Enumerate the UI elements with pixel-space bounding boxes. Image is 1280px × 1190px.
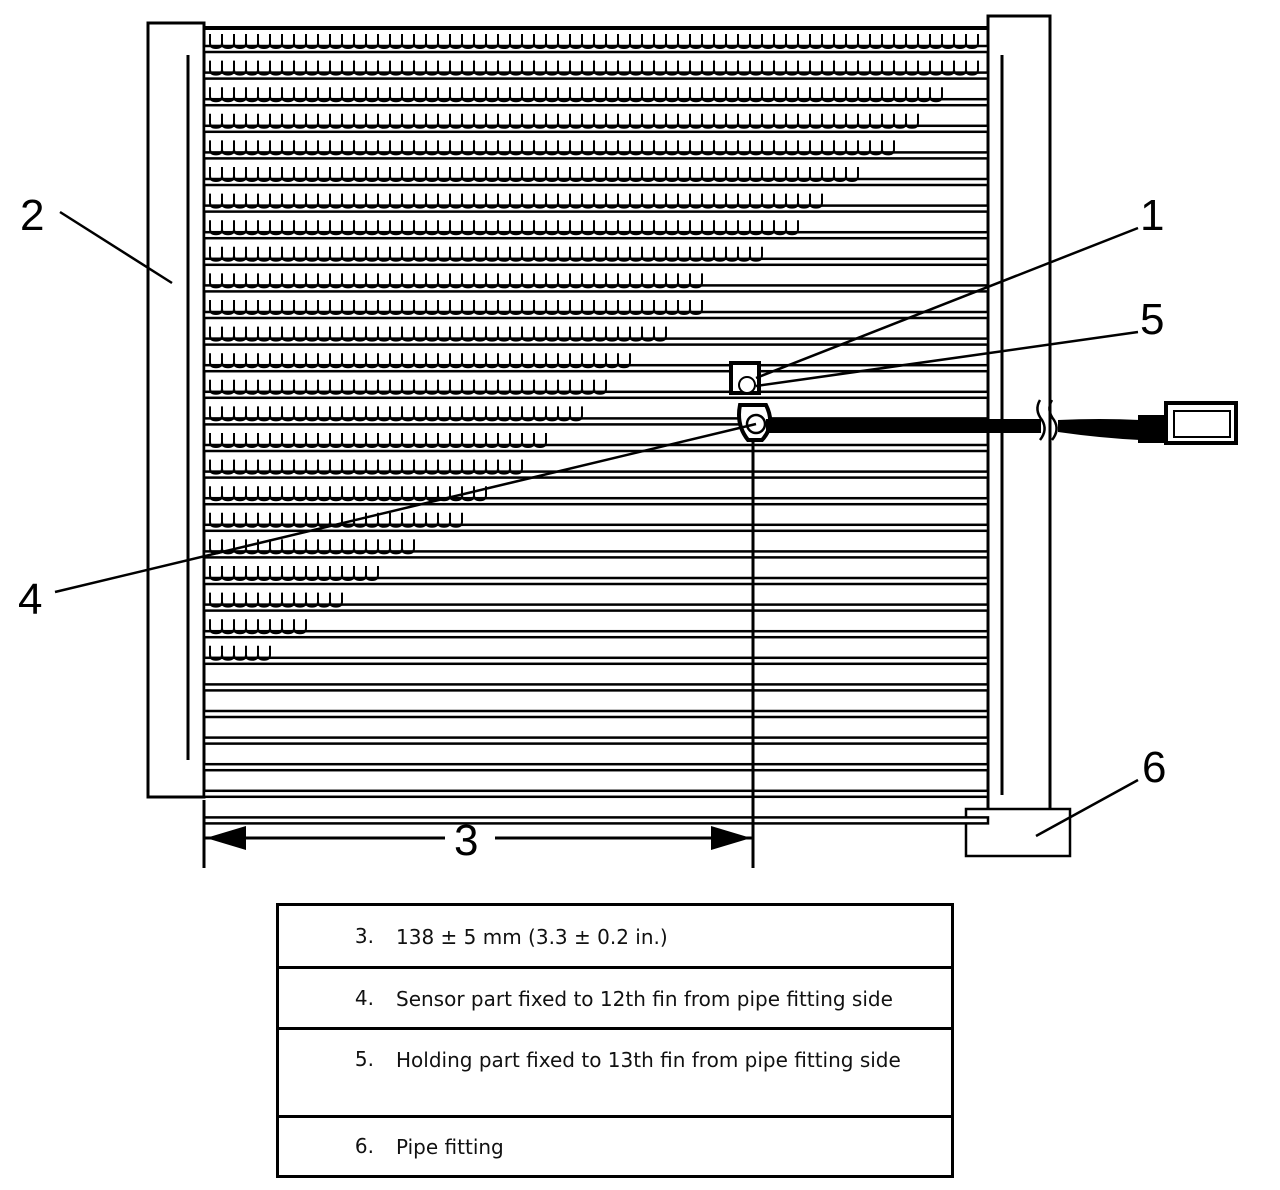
tube	[202, 629, 990, 639]
legend-number: 5.	[354, 1047, 374, 1071]
tube	[202, 496, 990, 506]
callout-6: 6	[1142, 743, 1166, 792]
right-tank	[986, 14, 1052, 814]
callout-3: 3	[454, 816, 478, 865]
tube	[202, 816, 990, 825]
fin-row	[209, 273, 703, 289]
leader-lines	[54, 210, 1139, 838]
pipe-fitting	[964, 807, 1072, 858]
fin-row	[209, 566, 379, 582]
legend-text: 138 ± 5 mm (3.3 ± 0.2 in.)	[396, 925, 668, 949]
fin-row	[209, 486, 487, 502]
legend-text: Sensor part fixed to 12th fin from pipe …	[396, 987, 893, 1011]
tube	[202, 603, 990, 612]
sensor-part	[737, 403, 773, 442]
callout-4: 4	[18, 575, 42, 624]
fin-row	[209, 34, 979, 50]
fin-row	[209, 220, 799, 236]
harness-connector	[1138, 401, 1238, 445]
dimension-3	[202, 440, 755, 868]
legend-row: 5. Holding part fixed to 13th fin from p…	[279, 1027, 951, 1115]
tube	[202, 683, 990, 692]
tube	[202, 656, 990, 666]
legend-number: 6.	[354, 1134, 374, 1158]
legend-number: 3.	[354, 924, 374, 948]
fin-row	[209, 433, 547, 449]
leader-2	[59, 210, 173, 285]
legend-text: Holding part fixed to 13th fin from pipe…	[396, 1048, 901, 1072]
fin-row	[209, 459, 523, 475]
sensor-harness	[766, 399, 1140, 441]
fin-row	[209, 539, 415, 555]
holding-part	[729, 361, 761, 395]
tube	[202, 762, 990, 772]
fin-row	[209, 300, 703, 316]
legend-text: Pipe fitting	[396, 1135, 504, 1159]
tube	[202, 576, 990, 586]
evaporator-diagram: 1 5 2 4 3 6	[18, 14, 1238, 868]
tube	[202, 789, 990, 799]
tube	[202, 550, 990, 559]
fin-row	[209, 592, 343, 608]
callout-2: 2	[20, 191, 44, 240]
core-tubes	[202, 44, 990, 825]
legend-row: 6. Pipe fitting	[279, 1115, 951, 1175]
leader-4	[54, 422, 757, 594]
fin-row	[209, 140, 895, 156]
fin-row	[209, 326, 667, 342]
tube	[202, 523, 990, 533]
fin-row	[209, 512, 463, 528]
tube	[202, 443, 990, 453]
fin-row	[209, 167, 859, 183]
fin-row	[209, 246, 763, 262]
left-tank	[146, 21, 206, 799]
leader-6	[1035, 778, 1139, 838]
fin-row	[209, 353, 631, 369]
fin-row	[209, 193, 823, 209]
core-fins	[209, 34, 979, 661]
legend-row: 3. 138 ± 5 mm (3.3 ± 0.2 in.)	[279, 906, 951, 966]
legend-table: 3. 138 ± 5 mm (3.3 ± 0.2 in.) 4. Sensor …	[276, 903, 954, 1178]
fin-row	[209, 113, 919, 129]
leader-1	[755, 226, 1139, 380]
legend-row: 4. Sensor part fixed to 12th fin from pi…	[279, 966, 951, 1027]
callout-5: 5	[1140, 295, 1164, 344]
tube	[202, 736, 990, 745]
fin-row	[209, 645, 271, 661]
fin-row	[209, 619, 307, 635]
fin-row	[209, 406, 583, 422]
legend-number: 4.	[354, 986, 374, 1010]
callout-1: 1	[1140, 191, 1164, 240]
tube	[202, 470, 990, 479]
fin-row	[209, 87, 943, 103]
fin-row	[209, 379, 607, 395]
tube	[202, 709, 990, 719]
leader-5	[755, 330, 1139, 388]
fin-row	[209, 60, 979, 76]
